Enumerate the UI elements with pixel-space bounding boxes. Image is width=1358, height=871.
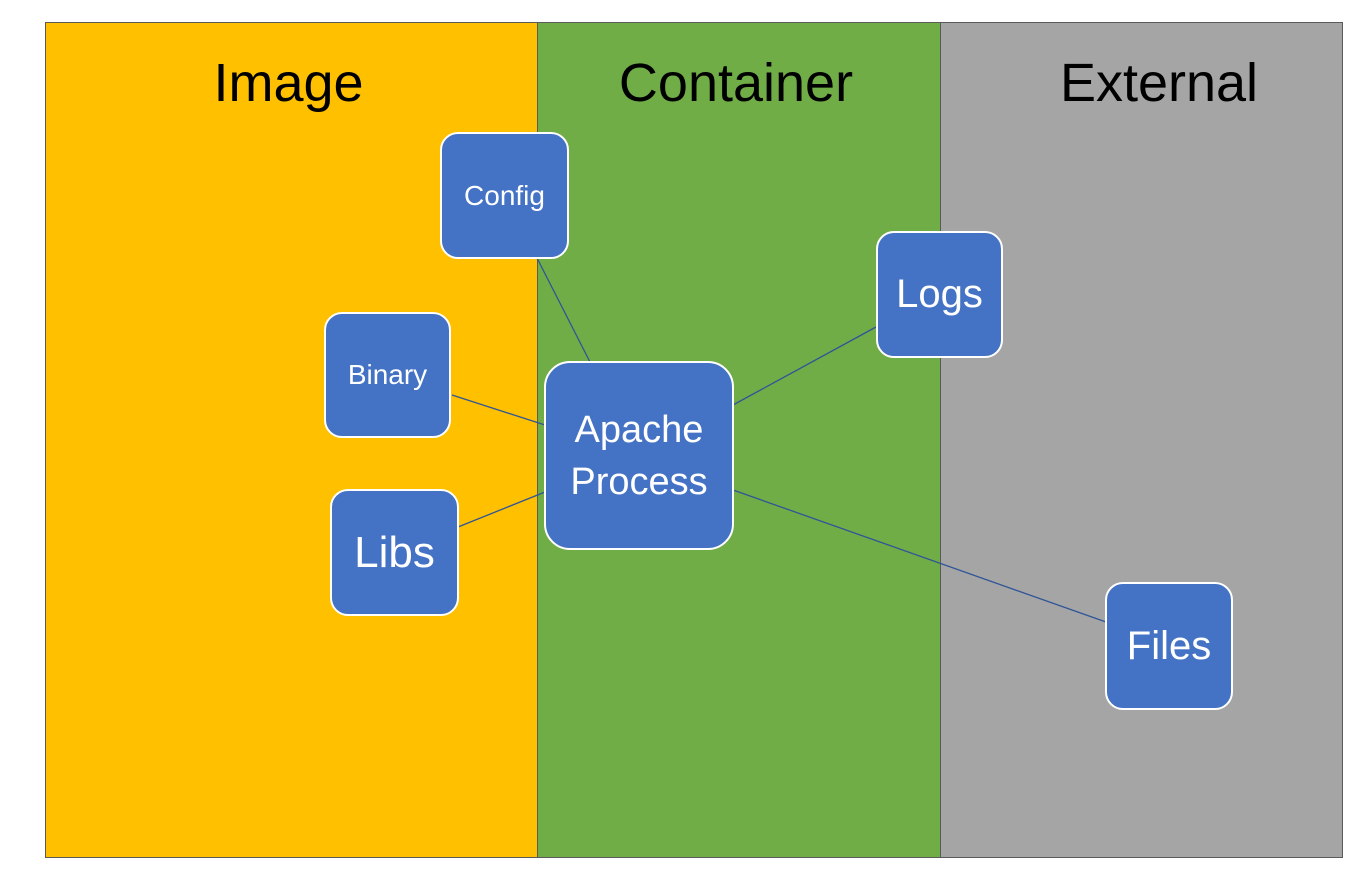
files-label: Files bbox=[1126, 623, 1212, 668]
binary-label: Binary bbox=[347, 359, 428, 390]
binary-node: Binary bbox=[324, 312, 451, 438]
config-node: Config bbox=[440, 132, 569, 259]
external-zone-title: External bbox=[1059, 53, 1259, 113]
apache-label-line2: Process bbox=[570, 460, 708, 503]
image-zone-title: Image bbox=[213, 53, 364, 113]
logs-node: Logs bbox=[876, 231, 1003, 358]
external-zone: External bbox=[940, 22, 1343, 858]
container-zone-title: Container bbox=[618, 53, 854, 113]
libs-label: Libs bbox=[354, 527, 435, 577]
files-node: Files bbox=[1105, 582, 1233, 710]
libs-node: Libs bbox=[330, 489, 459, 616]
logs-label: Logs bbox=[896, 272, 983, 316]
apache-process-node: Apache Process bbox=[544, 361, 734, 550]
apache-label-line1: Apache bbox=[574, 408, 704, 451]
config-label: Config bbox=[464, 179, 545, 211]
